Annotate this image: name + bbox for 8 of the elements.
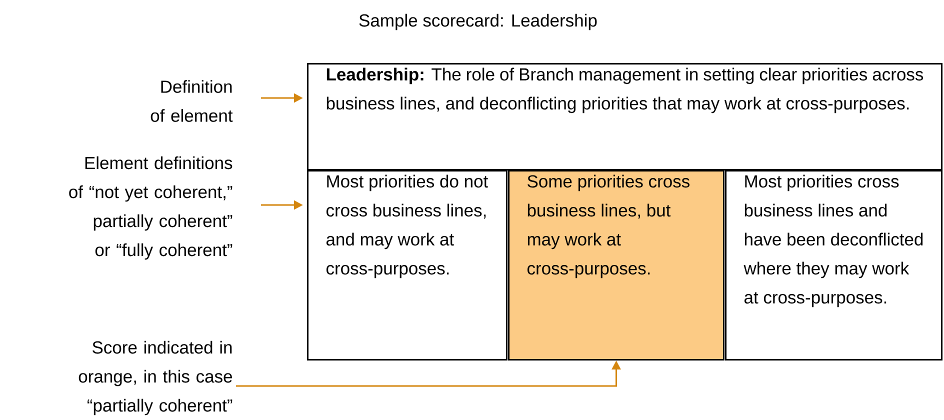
annotation-text: Score indicated in orange, in this case “partially coherent” <box>78 340 232 416</box>
score-cell: Most priorities do not cross business lines, and may work at cross-purposes. <box>307 170 508 360</box>
annotation-text: Element definitions of “not yet coherent,” partially coherent” or “fully coherent” <box>69 156 232 260</box>
score-cell: Some priorities cross business lines, but may work at cross-purposes. <box>508 170 724 360</box>
annotation-text: Definition of element <box>150 80 233 122</box>
score-cell: Most priorities cross business lines and have been deconflicted where they may work at cross-purposes. <box>725 170 943 360</box>
title: Sample scorecard: Leadership <box>359 14 597 30</box>
definition-box: Leadership: The role of Branch management in setting clear priorities across business lines, and deconflicting priorities that may work at cross-purposes. <box>307 63 943 170</box>
